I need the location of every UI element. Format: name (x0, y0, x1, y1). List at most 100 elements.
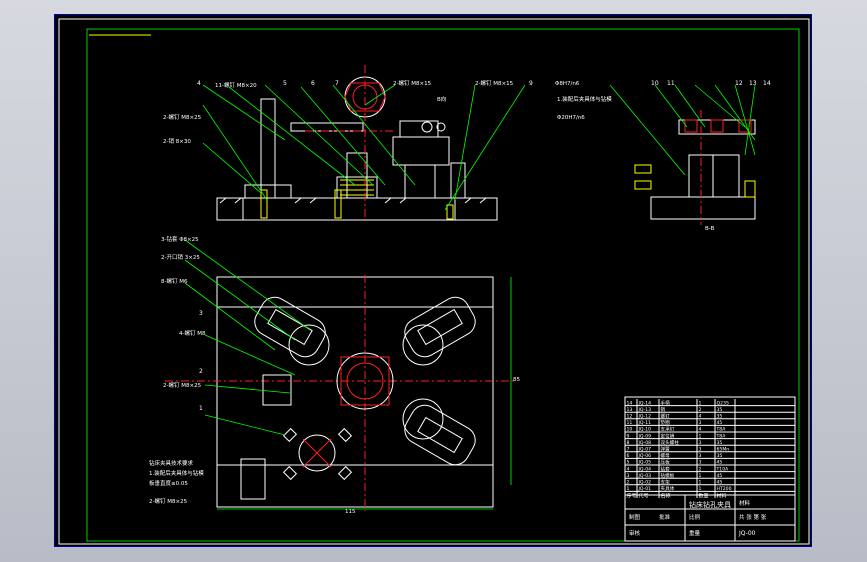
sheet-label: 共 张 第 张 (739, 513, 767, 521)
callouts: 2-螺钉 M8×25 2-销 8×30 11-螺钉 M8×20 2-螺钉 M8×… (149, 79, 715, 515)
pn-12: 12 (735, 80, 743, 87)
center-square (340, 356, 390, 406)
parts-cell: 双头螺柱 (661, 439, 680, 446)
parts-cell: 12 (627, 414, 633, 420)
cad-drawing: 2-螺钉 M8×25 2-销 8×30 11-螺钉 M8×20 2-螺钉 M8×… (58, 18, 810, 545)
parts-cell: JQ-06 (638, 453, 652, 459)
parts-cell: 支承钉 (661, 426, 675, 433)
callout-2: 2-销 8×30 (163, 137, 191, 145)
parts-cell: JQ-01 (638, 486, 652, 492)
side-screw-3 (744, 180, 756, 198)
parts-cell: 2 (699, 466, 702, 472)
parts-cell: 1 (699, 473, 702, 479)
callout-11: 8-螺钉 M6 (161, 277, 188, 285)
view-label-b: B向 (437, 95, 446, 103)
callout-12: 4-螺钉 M8 (179, 329, 206, 337)
callout-14: 钻床夹具技术要求 (149, 459, 194, 467)
pn-5: 5 (283, 80, 287, 87)
parts-cell: 钻套 (661, 465, 671, 472)
outer-frame (58, 18, 810, 545)
callout-15: 1.装配后夹具体与钻模 (149, 469, 204, 477)
parts-cell: 1 (699, 480, 702, 486)
parts-cell: T8A (716, 427, 727, 433)
view-label-bb: B-B (705, 226, 715, 232)
parts-cell: 1 (627, 486, 630, 492)
parts-cell: JQ-10 (638, 427, 652, 433)
parts-cell: 45 (717, 460, 723, 466)
parts-cell: JQ-14 (638, 400, 652, 406)
scale-label: 比例 (689, 513, 701, 521)
clamp-nut (421, 121, 433, 133)
parts-cell: JQ-11 (638, 420, 652, 426)
callout-6: Φ8H7/n6 (555, 81, 580, 87)
parts-cell: 65Mn (717, 447, 730, 453)
parts-cell: 定位销 (661, 432, 675, 439)
callout-4: 2-螺钉 M8×15 (393, 79, 432, 87)
dim-width: 115 (345, 509, 356, 515)
drawing-sheet: 2-螺钉 M8×25 2-销 8×30 11-螺钉 M8×20 2-螺钉 M8×… (54, 14, 812, 547)
material-label: 材料 (739, 499, 751, 507)
handle-knob-1 (282, 427, 298, 443)
clamp-arm-upper-right (404, 296, 476, 358)
side-bracket (262, 374, 292, 406)
callout-9: 3-钻套 Φ8×25 (161, 235, 199, 243)
side-screw-1 (634, 164, 652, 174)
parts-cell: 7 (627, 447, 630, 453)
spring-block (336, 176, 378, 199)
drill-plate-arm (290, 122, 364, 132)
pin-3 (446, 204, 454, 220)
parts-cell: 45 (717, 420, 723, 426)
top-view (165, 275, 515, 511)
parts-cell: JQ-05 (638, 460, 652, 466)
handle-bracket (240, 458, 266, 500)
parts-cell: JQ-04 (638, 466, 652, 472)
parts-cell: JQ-02 (638, 480, 652, 486)
center-workpiece (336, 352, 394, 410)
support-block (404, 164, 436, 199)
pn-14: 14 (763, 80, 771, 87)
callout-5: 2-螺钉 M8×15 (475, 79, 514, 87)
parts-cell: 45 (717, 473, 723, 479)
parts-cell: 3 (699, 420, 702, 426)
clamp-nut-2 (436, 122, 446, 132)
parts-cell: T10A (716, 466, 730, 472)
side-bushing-2 (710, 119, 724, 133)
parts-cell: 4 (699, 414, 702, 420)
clamp-arm-lower-right (404, 404, 476, 466)
side-bushing-1 (684, 119, 698, 133)
center-bore (346, 362, 384, 400)
callout-17: 2-螺钉 M8×25 (149, 497, 188, 505)
parts-cell: JQ-03 (638, 473, 652, 479)
pn-13: 13 (749, 80, 757, 87)
dwg-number: JQ-00 (738, 530, 756, 537)
parts-cell: 3 (699, 447, 702, 453)
parts-cell: 压板 (661, 459, 671, 466)
parts-cell: 4 (699, 427, 702, 433)
parts-cell: 1 (699, 400, 702, 406)
title-block-frame (624, 396, 796, 542)
parts-cell: HT200 (717, 486, 732, 492)
parts-cell: JQ-13 (638, 407, 652, 413)
pn-7: 7 (335, 80, 339, 87)
parts-header-cell: 材料 (717, 492, 727, 499)
parts-cell: JQ-09 (638, 433, 652, 439)
parts-cell: T8A (716, 433, 727, 439)
parts-cell: 2 (699, 407, 702, 413)
parts-cell: 垫圈 (661, 419, 671, 426)
parts-cell: 9 (627, 433, 630, 439)
inner-frame (86, 28, 800, 542)
handle-knob-2 (337, 427, 353, 443)
side-screw-2 (634, 180, 652, 190)
parts-cell: JQ-07 (638, 447, 652, 453)
hatch (219, 197, 487, 204)
parts-cell: 夹具体 (661, 485, 675, 492)
parts-header-cell: 名称 (661, 492, 671, 499)
parts-cell: JQ-08 (638, 440, 652, 446)
parts-header-cell: 数量 (699, 492, 709, 499)
part-numbers: 4 5 6 7 9 10 11 12 13 14 2 1 3 (197, 80, 771, 412)
right-support (450, 162, 466, 199)
pn-3: 3 (199, 310, 203, 317)
side-base (650, 196, 756, 220)
